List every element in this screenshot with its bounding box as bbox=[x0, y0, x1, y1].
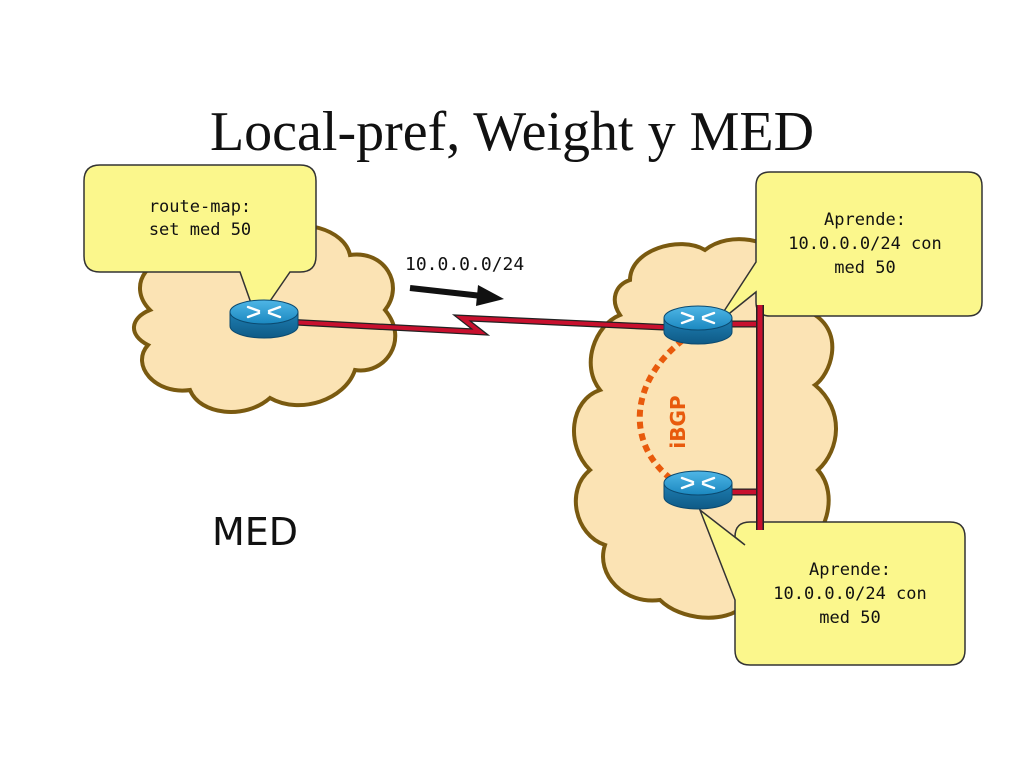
route-prefix-label: 10.0.0.0/24 bbox=[405, 254, 525, 275]
arrow-icon bbox=[409, 285, 504, 306]
ibgp-label: iBGP bbox=[666, 395, 690, 449]
router-icon bbox=[662, 304, 734, 346]
callout-top-right-text: Aprende: 10.0.0.0/24 con med 50 bbox=[788, 210, 942, 278]
callout-bottom-right-text: Aprende: 10.0.0.0/24 con med 50 bbox=[773, 560, 927, 628]
wan-link bbox=[289, 314, 681, 336]
med-label: MED bbox=[212, 510, 299, 554]
callout-bottom-right-shape bbox=[698, 507, 966, 666]
internal-links bbox=[730, 305, 764, 530]
callout-left-shape bbox=[83, 164, 317, 322]
callout-top-right-shape bbox=[714, 171, 983, 326]
page-title: Local-pref, Weight y MED bbox=[209, 101, 815, 163]
ibgp-session-arc bbox=[636, 337, 687, 491]
router-icon bbox=[662, 469, 734, 511]
router-icon bbox=[228, 298, 300, 340]
callout-left-text: route-map: set med 50 bbox=[148, 197, 252, 240]
